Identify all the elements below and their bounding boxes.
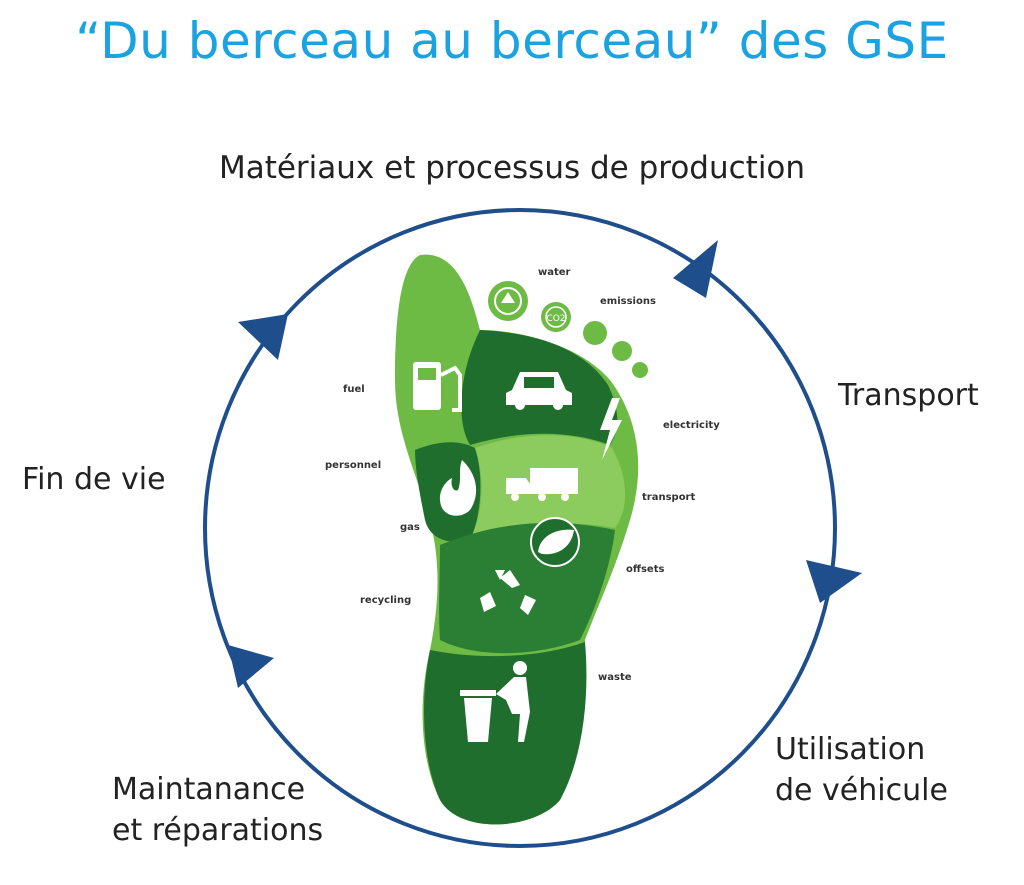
co2-text: CO2 — [546, 314, 565, 324]
toe-4 — [612, 341, 632, 361]
arrow-right-icon — [806, 560, 862, 603]
toe-5 — [632, 362, 648, 378]
label-offsets: offsets — [626, 564, 664, 575]
stage-label-production: Matériaux et processus de production — [218, 150, 806, 186]
fuel-pump-icon — [413, 362, 462, 412]
label-emissions: emissions — [600, 296, 656, 307]
water-drop-icon — [494, 287, 522, 315]
recycle-icon — [480, 570, 536, 615]
co2-icon — [545, 306, 567, 328]
flame-icon — [439, 460, 477, 516]
label-personnel: personnel — [325, 460, 381, 471]
footprint-recycle-segment — [439, 522, 615, 654]
label-electricity: electricity — [663, 420, 720, 431]
label-water: water — [538, 267, 571, 278]
toe-3 — [583, 321, 607, 345]
label-transport: transport — [642, 492, 695, 503]
stage-label-maintenance: Maintanance et réparations — [112, 770, 323, 851]
page-title: “Du berceau au berceau” des GSE — [75, 12, 949, 70]
stage-label-vehicle-use-line1: Utilisation — [775, 732, 926, 767]
arrow-top-right-icon — [673, 240, 718, 298]
lightning-icon — [600, 398, 622, 460]
truck-icon — [506, 468, 578, 501]
arrow-bottom-left-icon — [228, 645, 274, 688]
stage-label-vehicle-use-line2: de véhicule — [775, 772, 948, 808]
stage-label-vehicle-use: Utilisation de véhicule — [775, 730, 948, 811]
label-fuel: fuel — [343, 384, 365, 395]
stage-label-maintenance-line1: Maintanance — [112, 772, 306, 807]
label-gas: gas — [400, 522, 420, 533]
water-drop-inner-icon — [501, 292, 515, 303]
stage-label-maintenance-line2: et réparations — [112, 812, 324, 848]
trash-bin-icon — [460, 661, 530, 742]
arrow-top-left-icon — [238, 314, 288, 360]
footprint-heel-segment — [424, 642, 587, 825]
car-icon — [506, 372, 572, 410]
cycle-ring — [203, 208, 837, 848]
stage-label-transport: Transport — [838, 378, 979, 413]
leaf-icon — [538, 529, 574, 555]
footprint: CO2 — [395, 254, 648, 825]
stage-label-end-of-life: Fin de vie — [22, 462, 166, 497]
label-recycling: recycling — [360, 595, 411, 606]
label-waste: waste — [598, 672, 632, 683]
